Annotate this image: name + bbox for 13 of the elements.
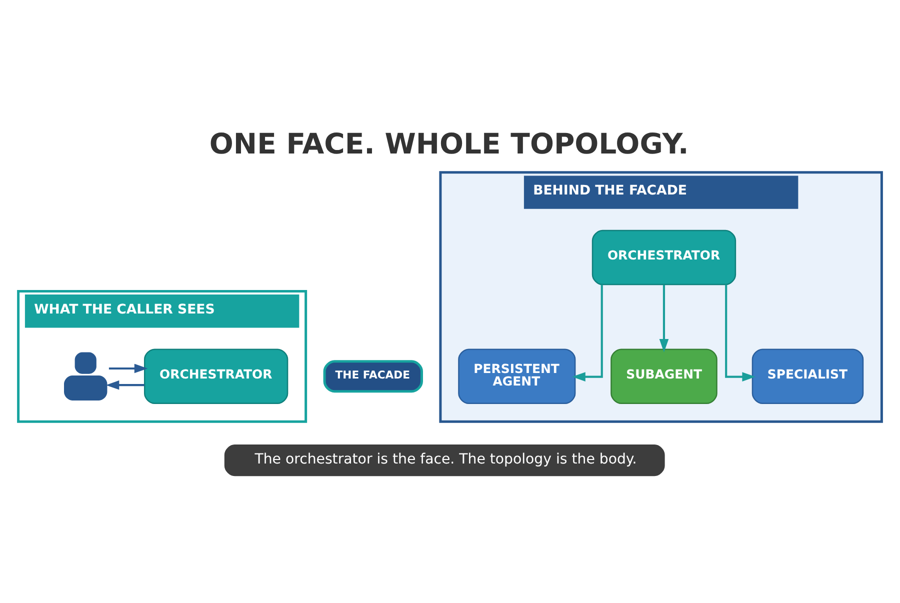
arrow xyxy=(106,380,144,390)
node-box: SUBAGENT xyxy=(610,348,718,404)
node-box: THE FACADE xyxy=(323,360,423,392)
diagram-title: ONE FACE. WHOLE TOPOLOGY. xyxy=(209,126,689,160)
arrow xyxy=(108,363,148,373)
node-box: ORCHESTRATOR xyxy=(592,229,736,285)
arrow xyxy=(572,284,603,381)
node-box: ORCHESTRATOR xyxy=(144,348,288,404)
arrow xyxy=(725,284,756,381)
caption: The orchestrator is the face. The topology is the body. xyxy=(254,451,637,468)
arrow xyxy=(659,284,669,352)
node-box: PERSISTENT AGENT xyxy=(458,348,576,404)
node-box: SPECIALIST xyxy=(752,348,864,404)
